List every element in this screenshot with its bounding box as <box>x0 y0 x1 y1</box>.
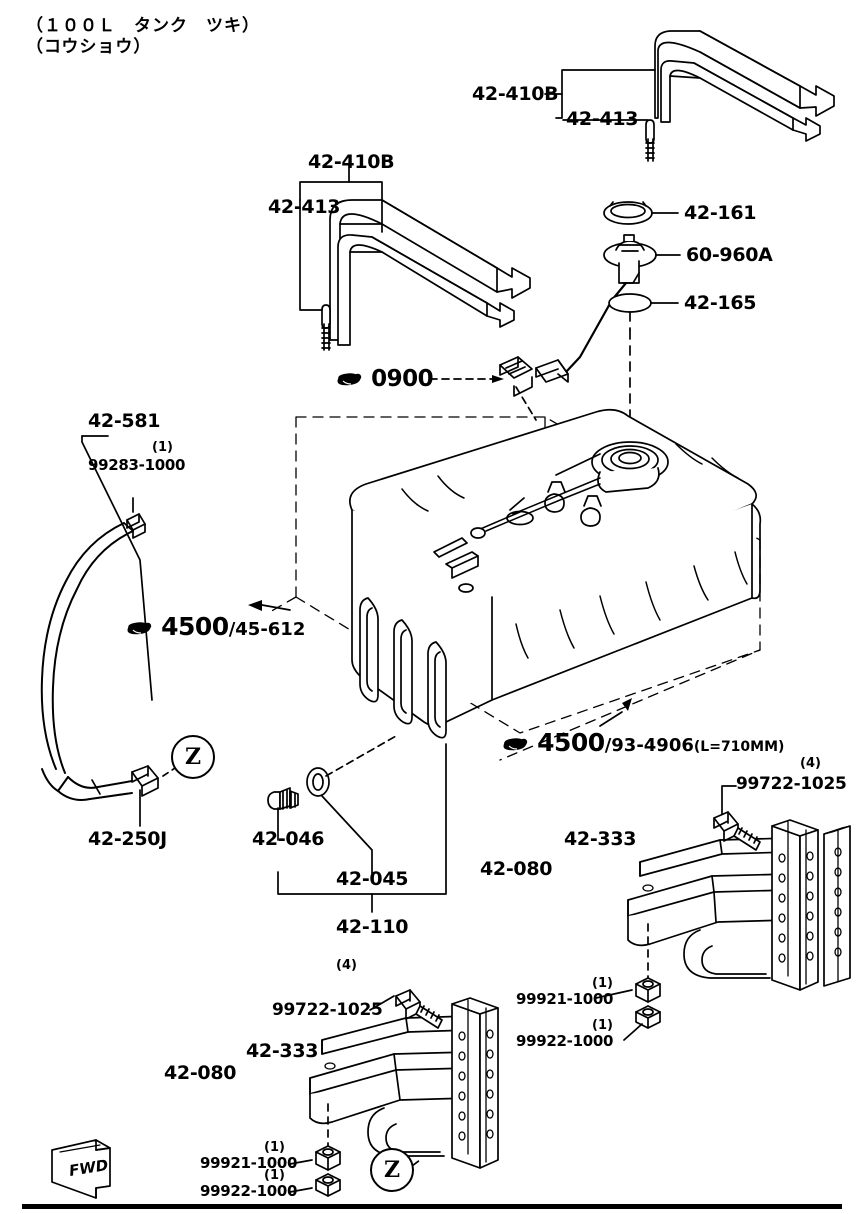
label-42-046: 42-046 <box>252 828 325 850</box>
slash-1: / <box>228 619 236 640</box>
leader-99921-right <box>595 989 633 999</box>
label-42-045: 42-045 <box>336 868 409 890</box>
drain-plug-part <box>267 787 299 810</box>
qty-99283-1000: (1) <box>152 440 173 455</box>
label-length-note: (L=710MM) <box>693 739 785 755</box>
nut-right-99921-part <box>635 977 661 1003</box>
qty-99722-1025-right: (4) <box>800 756 821 771</box>
pointing-hand-icon <box>503 738 528 751</box>
fuel-tank-body <box>267 408 762 761</box>
label-42-410B-middle: 42-410B <box>308 151 395 173</box>
hose-clip-part <box>126 513 146 539</box>
label-99722-1025-right: 99722-1025 <box>736 774 847 794</box>
label-42-250J: 42-250J <box>88 828 167 850</box>
gasket-ring-part <box>603 201 653 225</box>
leader-42-581-v <box>81 435 153 701</box>
qty-99722-1025-left: (4) <box>336 958 357 973</box>
bolt-left-part <box>395 989 443 1029</box>
leader-99922-right <box>623 1023 643 1041</box>
strap-assembly-right <box>627 819 851 991</box>
reference-marker-z-lower: Z <box>370 1148 414 1192</box>
nut-left-99921-part <box>315 1145 341 1171</box>
label-4500-93-4906-group: 4500/93-4906(L=710MM) <box>502 728 784 757</box>
tank-top-fittings <box>433 453 602 593</box>
label-99722-1025-left: 99722-1025 <box>272 1000 383 1020</box>
qty-99922-1000-right: (1) <box>592 1018 613 1033</box>
label-42-333-right: 42-333 <box>564 828 637 850</box>
label-60-960A: 60-960A <box>686 244 773 266</box>
leader-0900-to-tank <box>515 386 537 421</box>
qty-99921-1000-left: (1) <box>264 1140 285 1155</box>
pointing-hand-icon <box>337 373 362 386</box>
drain-washer-part <box>306 767 330 797</box>
leader-4500-93-4906 <box>599 711 623 727</box>
label-42-410B-top-right: 42-410B <box>472 83 559 105</box>
bolt-right-part <box>713 811 761 851</box>
label-4500-second: 4500 <box>537 728 605 757</box>
strap-assembly-middle <box>321 199 531 351</box>
label-42-080-right: 42-080 <box>480 858 553 880</box>
label-42-110: 42-110 <box>336 916 409 938</box>
nut-right-99922-part <box>635 1005 661 1029</box>
qty-99921-1000-right: (1) <box>592 976 613 991</box>
label-42-165: 42-165 <box>684 292 757 314</box>
leader-99722-1025-right <box>721 785 737 815</box>
leader-42-045-to-tank <box>325 735 397 777</box>
label-42-413-top-right: 42-413 <box>566 108 639 130</box>
fuel-sender-unit-part <box>535 234 657 383</box>
leader-4500-45-612 <box>261 604 291 611</box>
label-0900-group: 0900 <box>336 366 434 392</box>
strap-assembly-left <box>309 997 499 1169</box>
breather-hose-fitting <box>131 765 159 797</box>
fwd-arrow-icon <box>51 1139 111 1199</box>
tank-sender-mount <box>591 441 669 493</box>
label-42-581: 42-581 <box>88 410 161 432</box>
reference-marker-z-upper: Z <box>171 735 215 779</box>
leader-mid-42-413 <box>299 199 323 311</box>
label-99283-1000: 99283-1000 <box>88 456 186 474</box>
label-0900: 0900 <box>371 366 434 392</box>
diagram-title-line2: （コウショウ） <box>26 37 152 58</box>
clamp-0900-part <box>499 356 533 397</box>
leader-mid-42-410B <box>299 162 383 233</box>
sender-packing-part <box>608 293 652 313</box>
label-99921-1000-left: 99921-1000 <box>200 1154 298 1172</box>
footer-rule <box>22 1204 842 1209</box>
diagram-title: （１００Ｌ タンク ツキ） （コウショウ） <box>26 16 260 59</box>
leader-top-right-42-410B <box>544 69 656 119</box>
filler-hose-part <box>40 522 134 801</box>
diagram-title-line1: （１００Ｌ タンク ツキ） <box>26 16 260 36</box>
leader-99921-left <box>289 1159 313 1165</box>
strap-assembly-top-right <box>645 30 835 162</box>
fwd-arrow-label: FWD <box>68 1156 110 1180</box>
leader-42-110-bracket <box>277 743 447 895</box>
label-42-080-left: 42-080 <box>164 1062 237 1084</box>
qty-99922-1000-left: (1) <box>264 1168 285 1183</box>
label-42-413-middle: 42-413 <box>268 196 341 218</box>
leader-99722-1025-left <box>369 995 395 1011</box>
leader-42-045 <box>321 795 373 881</box>
label-42-333-left: 42-333 <box>246 1040 319 1062</box>
label-4500-first: 4500 <box>161 612 229 641</box>
label-99921-1000-right: 99921-1000 <box>516 990 614 1008</box>
label-4500-45-612-group: 4500/45-612 <box>126 612 305 641</box>
label-99922-1000-left: 99922-1000 <box>200 1182 298 1200</box>
label-42-161: 42-161 <box>684 202 757 224</box>
leader-99922-left <box>289 1187 313 1193</box>
label-99922-1000-right: 99922-1000 <box>516 1032 614 1050</box>
pointing-hand-icon <box>127 622 152 635</box>
label-45-612: 45-612 <box>235 619 306 640</box>
label-93-4906: 93-4906 <box>611 735 694 756</box>
slash-2: / <box>604 735 612 756</box>
nut-left-99922-part <box>315 1173 341 1197</box>
